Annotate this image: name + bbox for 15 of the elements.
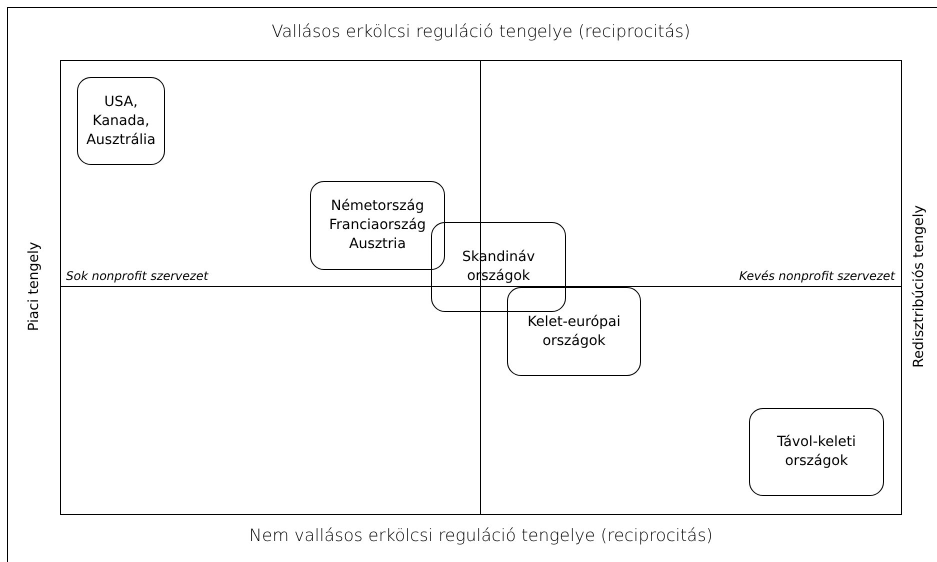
- axis-title: Redisztribúciós tengely: [910, 204, 928, 368]
- country-label: Kelet-európai országok: [526, 312, 622, 350]
- axis-note: Kevés nonprofit szervezet: [739, 268, 895, 285]
- axis-title: Piaci tengely: [26, 241, 44, 331]
- country-box: [431, 222, 566, 312]
- country-label: USA, Kanada, Ausztrália: [85, 92, 157, 150]
- country-box: [310, 181, 445, 270]
- country-box: [77, 77, 165, 165]
- axis-title: Nem vallásos erkölcsi reguláció tengelye (reciprocitás): [249, 525, 713, 548]
- axis-note: Sok nonprofit szervezet: [66, 268, 208, 285]
- country-box: [507, 287, 641, 376]
- country-box: [749, 408, 884, 496]
- country-label: Távol-keleti országok: [776, 433, 857, 471]
- axis-title: Vallásos erkölcsi reguláció tengelye (reciprocitás): [272, 21, 690, 44]
- country-label: Németország Franciaország Ausztria: [328, 197, 427, 254]
